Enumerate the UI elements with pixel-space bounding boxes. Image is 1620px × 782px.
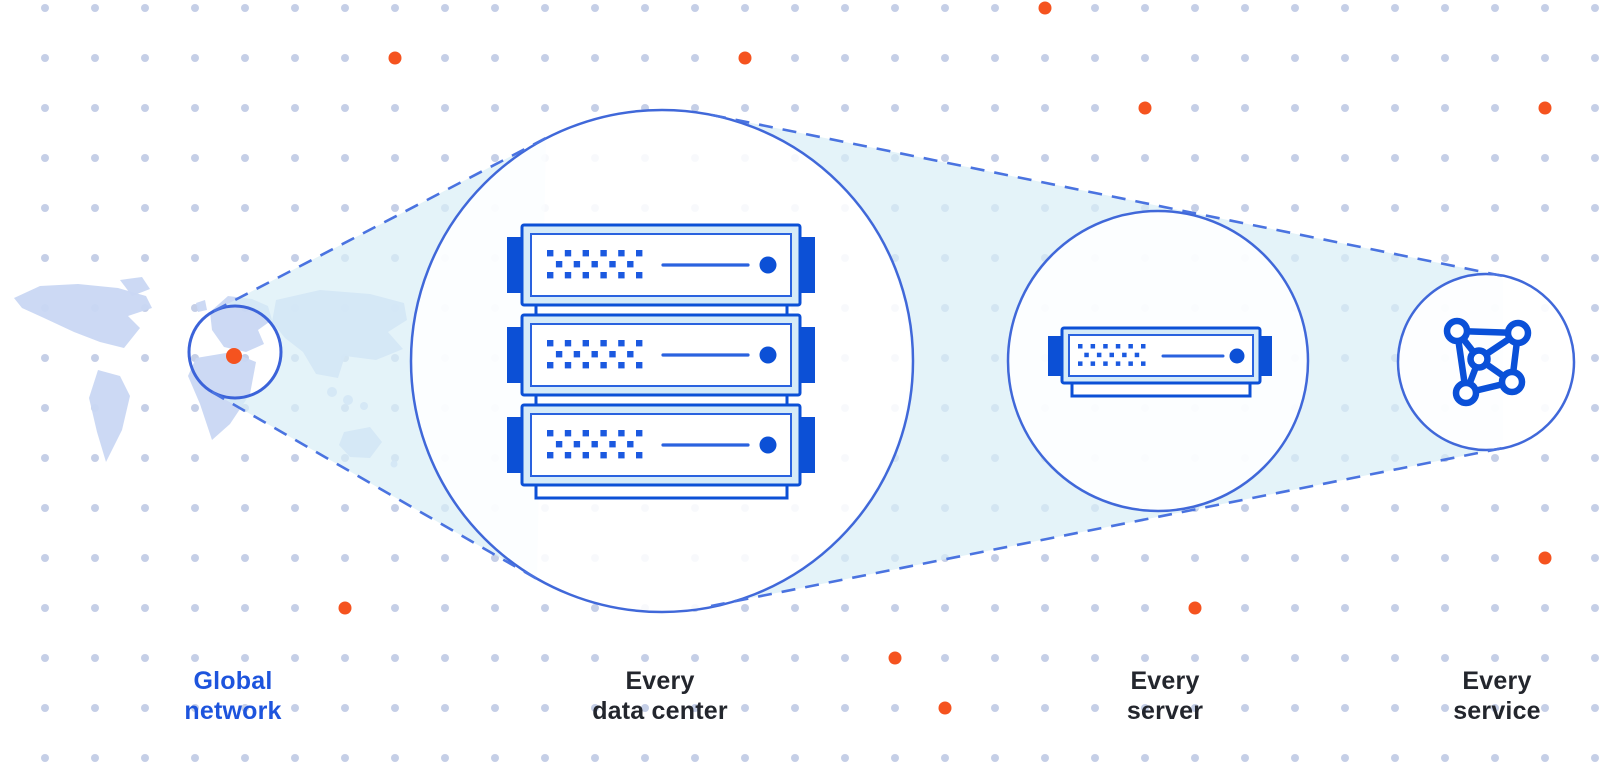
power-led [759,256,777,274]
orange-accent-dots [338,1,1552,715]
led-matrix [547,250,643,279]
server-rack-icon [507,223,815,500]
rack-base [534,483,789,500]
network-graph-icon [1443,317,1532,407]
server-unit-icon [1048,326,1272,398]
stage-label-every-server: Every server [1127,666,1203,726]
map-focus-circle [187,304,283,400]
stage-label-line: Every [625,667,695,695]
led-matrix [547,430,643,459]
stage-label-line: network [184,697,282,725]
stage-label-line: service [1453,697,1541,725]
server-unit-1 [507,223,815,307]
location-dot-icon [226,348,242,364]
stage-label-line: server [1126,697,1204,725]
stage-label-line: data center [592,697,728,725]
stage-label-line: Every [1130,667,1200,695]
server-unit-3 [507,403,815,487]
stage-label-global-network: Global network [184,666,281,726]
power-led [1229,348,1245,364]
led-matrix [1078,344,1146,366]
power-led [759,346,777,364]
server-unit-2 [507,313,815,397]
stage-label-every-service: Every service [1453,666,1541,726]
stage-label-every-data-center: Every data center [592,666,728,726]
power-led [759,436,777,454]
stage-label-line: Global [193,667,273,695]
zoom-dashed-lines [211,113,1504,608]
led-matrix [547,340,643,369]
stage-label-line: Every [1462,667,1532,695]
